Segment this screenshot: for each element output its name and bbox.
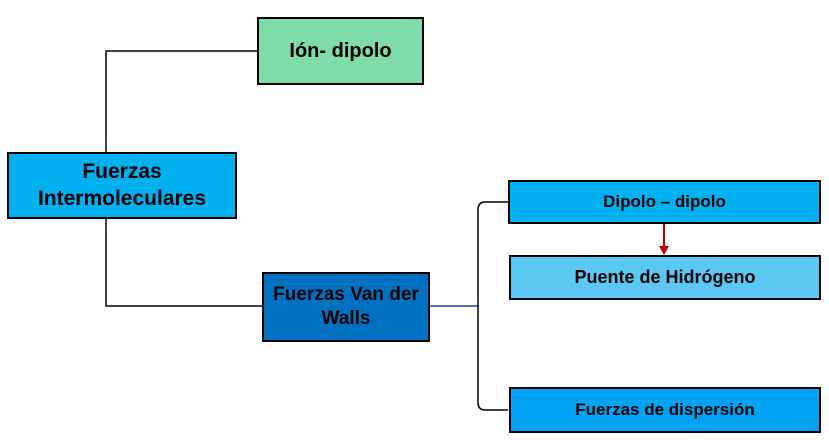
- node-fuerzas-intermoleculares-label: Fuerzas Intermoleculares: [37, 160, 207, 210]
- arrow-head: [659, 246, 669, 255]
- node-fuerzas-intermoleculares: Fuerzas Intermoleculares: [7, 152, 237, 219]
- node-puente-de-hidrogeno: Puente de Hidrógeno: [509, 255, 821, 300]
- connector-fi-to-ion: [105, 50, 257, 152]
- node-fuerzas-van-der-walls: Fuerzas Van der Walls: [262, 272, 430, 342]
- node-fuerzas-van-der-walls-label: Fuerzas Van der Walls: [273, 284, 419, 329]
- node-ion-dipolo-label: Ión- dipolo: [289, 39, 392, 62]
- node-ion-dipolo: Ión- dipolo: [257, 17, 424, 85]
- node-fuerzas-de-dispersion: Fuerzas de dispersión: [509, 387, 821, 433]
- node-dipolo-dipolo-label: Dipolo – dipolo: [603, 192, 726, 212]
- connector-fi-to-vdw: [105, 219, 262, 307]
- node-puente-de-hidrogeno-label: Puente de Hidrógeno: [574, 267, 756, 288]
- node-fuerzas-de-dispersion-label: Fuerzas de dispersión: [575, 400, 755, 420]
- node-dipolo-dipolo: Dipolo – dipolo: [508, 180, 821, 224]
- bracket-subtypes: [477, 201, 508, 411]
